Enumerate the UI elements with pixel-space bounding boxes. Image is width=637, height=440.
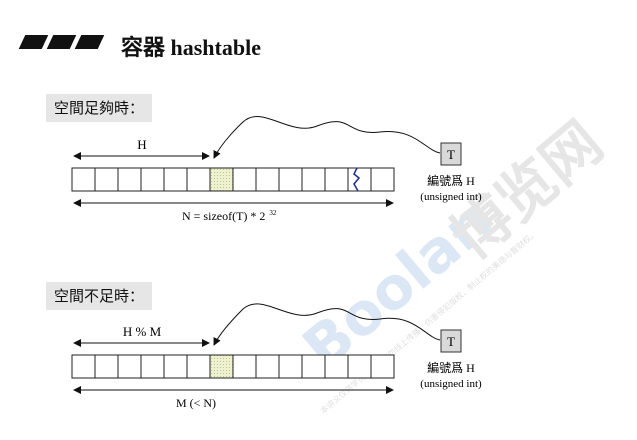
total-exponent: 32 bbox=[269, 209, 277, 217]
target-bucket bbox=[209, 167, 234, 192]
section-label-insufficient: 空間不足時： bbox=[46, 282, 153, 310]
key-box-label: T bbox=[447, 147, 455, 162]
break-mark-icon bbox=[353, 167, 361, 192]
bucket-row bbox=[71, 354, 395, 379]
target-bucket bbox=[209, 354, 234, 379]
key-desc-line1: 編號爲 H bbox=[427, 360, 475, 375]
key-desc-line1: 編號爲 H bbox=[427, 173, 475, 188]
section-label-enough: 空間足夠時： bbox=[46, 94, 153, 122]
hash-mapping-curve bbox=[213, 116, 441, 159]
key-box bbox=[440, 329, 462, 353]
key-box-label: T bbox=[447, 334, 455, 349]
range-label: H bbox=[137, 137, 146, 152]
key-desc-line2: (unsigned int) bbox=[420, 191, 482, 203]
key-desc-line2: (unsigned int) bbox=[420, 378, 482, 390]
page-title: 容器 hashtable bbox=[121, 35, 261, 60]
diagram-insufficient: H % M M (< N) T 編號爲 H (unsigned int) bbox=[71, 303, 482, 410]
range-label: H % M bbox=[123, 324, 162, 339]
total-label: M (< N) bbox=[176, 396, 216, 410]
bucket-row bbox=[71, 167, 395, 192]
key-box bbox=[440, 142, 462, 166]
hash-mapping-curve bbox=[213, 303, 441, 346]
